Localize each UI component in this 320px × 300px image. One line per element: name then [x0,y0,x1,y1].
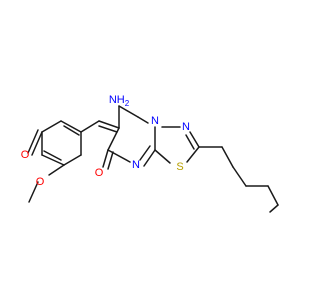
atom-oxo-left: O [21,149,30,161]
atom-n-bridge: N [151,115,159,127]
atom-amino: NH2 [109,94,130,108]
atom-n-pyrimidine: N [132,159,140,171]
atom-methoxy-oxygen: O [36,176,45,188]
atom-sulfur: S [176,161,183,173]
amino-subscript: 2 [125,99,130,108]
atom-n-ring: N [182,121,190,133]
structure-canvas: O O NH2 N N N S O [20,94,279,213]
bond-layer [27,105,279,213]
atom-oxo-ring: O [95,167,104,179]
atom-label-layer: O O NH2 N N N S O [21,94,190,188]
molecule-structure: O O NH2 N N N S O [21,94,279,213]
amino-main: NH [109,94,125,106]
